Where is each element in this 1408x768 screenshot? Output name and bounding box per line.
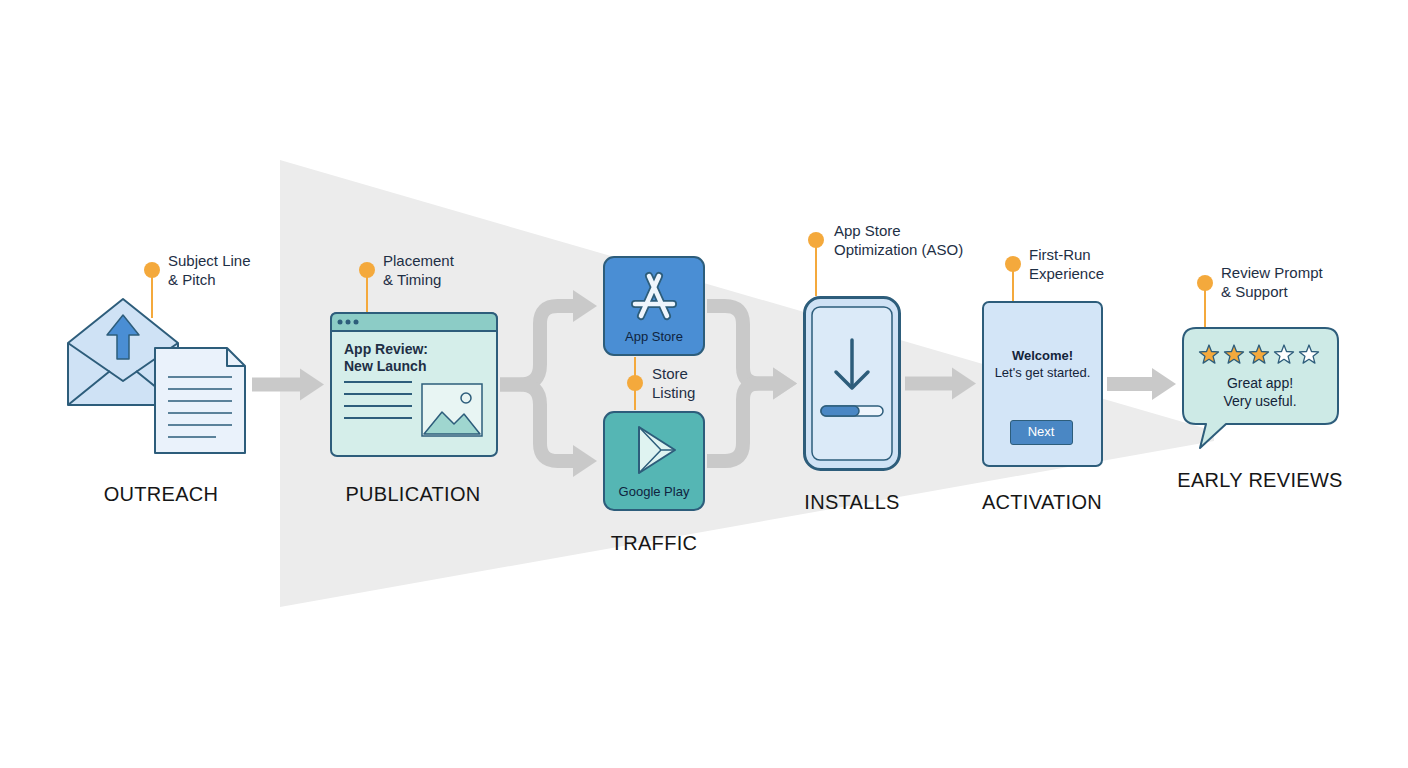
arrow-shaft [905,377,954,391]
article-window-art [330,312,498,457]
arrow-head [573,290,597,322]
store-tile-art-part [604,257,704,355]
article-window: App Review: New LaunchPUBLICATION [330,312,498,457]
store-tile: Google Play [603,411,705,511]
outreach-illustration-art-part [227,348,245,366]
leader-lines [152,240,1205,410]
phone-install-art [803,296,901,471]
arrow-shaft [1107,377,1154,391]
phone-install-art-part [812,307,892,460]
store-tile-art-part [604,412,704,510]
screen-title: Welcome! [982,347,1103,364]
callout-label: First-Run Experience [1029,245,1124,283]
review-bubble-art-part [1183,328,1338,448]
article-window-art-part [424,412,480,434]
stage-heading: OUTREACH [61,482,261,506]
callout-dot [808,232,824,248]
flow-arrow [500,385,597,478]
phone-install-art-part [805,298,900,470]
arrow-shaft [252,378,302,392]
stage-heading: PUBLICATION [313,482,513,506]
review-bubble-art-part [1275,345,1294,363]
welcome-screen: Welcome!Let's get started.ACTIVATIONNext [982,301,1103,467]
review-bubble-art-part [1250,345,1269,363]
store-tile-art-part [635,276,673,316]
arrow-head [573,445,597,477]
phone-install-art-part [821,406,859,416]
arrow-head [1152,368,1176,400]
arrow-head [773,368,797,400]
review-bubble-art-part [1300,345,1319,363]
callout-label: App Store Optimization (ASO) [834,221,984,259]
callout-dot [359,262,375,278]
callout-dot [1005,256,1021,272]
welcome-screen-art-part [983,302,1102,466]
arrow-head [952,368,976,400]
callout-label: Store Listing [652,364,712,402]
arrow-shaft [707,306,775,384]
callout-dot [144,262,160,278]
article-window-art-part [344,382,412,418]
arrow-shaft [500,306,575,385]
funnel-shape [280,160,1214,607]
store-name: App Store [603,329,705,345]
button-label: Next [1011,424,1071,440]
flow-arrow [707,368,797,462]
phone-install: INSTALLS [803,296,901,471]
flow-arrow [905,368,976,400]
stage-heading: ACTIVATION [942,490,1142,514]
store-tile-art-part [639,427,675,473]
outreach-illustration-art-part [168,377,232,437]
phone-install-art-part [836,372,868,388]
article-headline: App Review: New Launch [344,341,444,375]
phone-install-art-part [850,340,854,386]
next-button: Next [1010,420,1073,445]
arrow-head [300,369,324,401]
phone-install-art-part [821,406,883,416]
review-bubble: Great app! Very useful.EARLY REVIEWS [1182,327,1339,426]
article-window-art-part [422,384,482,436]
callout-dot [1197,275,1213,291]
store-tile: App Store [603,256,705,356]
arrow-shaft [707,384,775,462]
outreach-illustration: OUTREACH [66,295,248,457]
store-name: Google Play [603,484,705,500]
callout-dot [627,375,643,391]
stage-heading: TRAFFIC [554,531,754,555]
outreach-illustration-art-part [155,348,245,453]
outreach-illustration-art [66,295,248,457]
arrow-head [773,368,797,400]
callout-label: Review Prompt & Support [1221,263,1331,301]
article-window-art-part [354,320,359,325]
stage-heading: EARLY REVIEWS [1160,468,1360,492]
article-window-art-part [338,320,343,325]
article-window-art-part [346,320,351,325]
review-bubble-art-part [1225,345,1244,363]
flow-arrow [252,369,324,401]
article-window-art-part [331,313,497,456]
leader-line [815,240,817,296]
stage-heading: INSTALLS [752,490,952,514]
flow-arrow [1107,368,1176,400]
article-window-art-part [331,313,497,331]
screen-text: Let's get started. [982,364,1103,381]
arrow-shaft [500,385,575,462]
review-bubble-art-part [1200,345,1219,363]
store-tile-art-part [635,276,673,316]
review-text: Great app! Very useful. [1215,374,1305,410]
flow-arrow [500,290,597,385]
callout-label: Placement & Timing [383,251,468,289]
article-window-art-part [461,393,471,403]
store-tile-art-part [639,427,675,473]
callout-label: Subject Line & Pitch [168,251,263,289]
outreach-illustration-art-part [107,315,139,359]
